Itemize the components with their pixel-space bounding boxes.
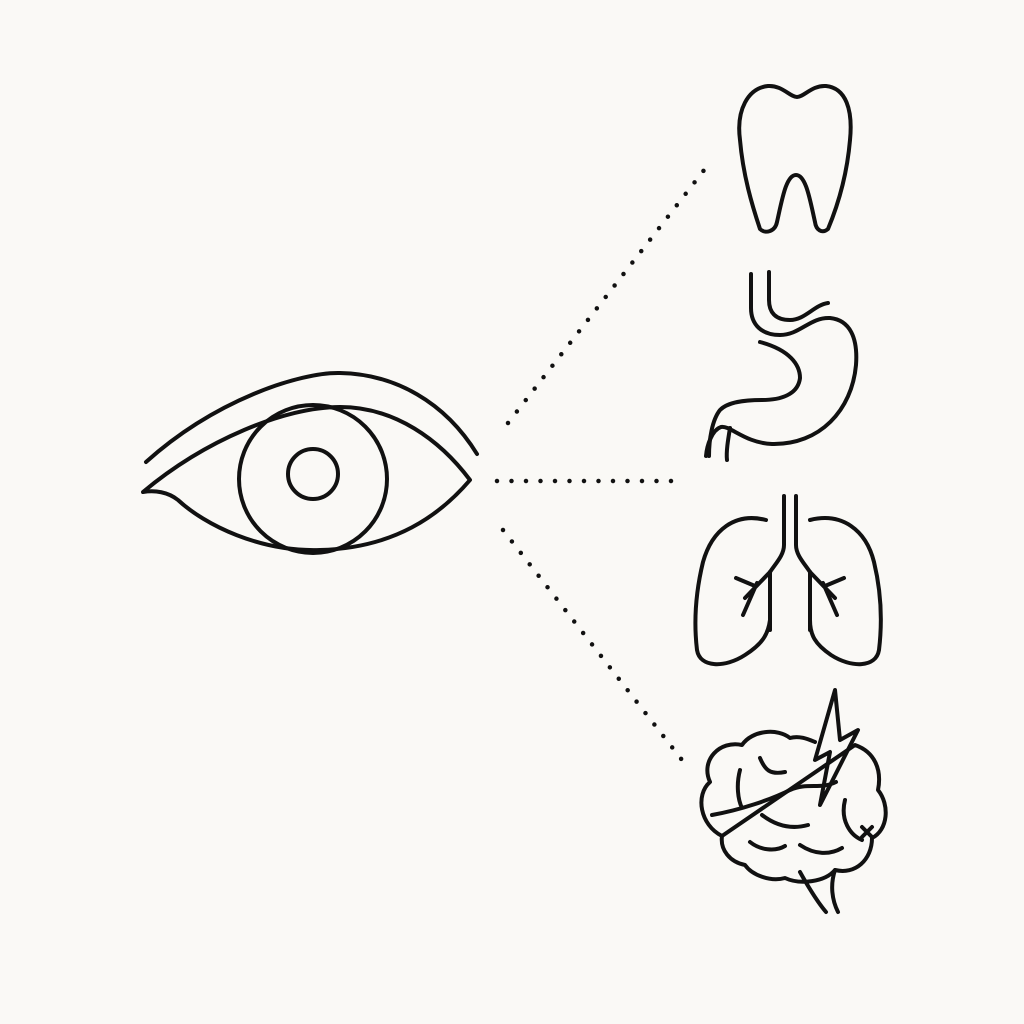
eye-iris [237,403,389,555]
stomach-duodenum [724,426,732,462]
brain-marker [860,825,874,839]
right-lung [808,516,883,667]
stomach-lesser-curve [707,340,802,458]
lightning-bolt [813,688,860,807]
connector-to-brain [500,527,685,763]
trachea [768,494,812,632]
eye-outline [141,405,472,553]
left-bronchi [734,570,772,617]
lungs-icon [693,494,883,667]
right-bronchi [808,570,846,617]
tooth-icon [737,83,853,234]
connector-to-tooth [505,162,711,426]
brain-outline [699,729,888,884]
brain-stem [798,868,840,914]
brain-icon [699,688,888,914]
eye-pupil [286,447,340,501]
stomach-outer [704,272,859,458]
stomach-icon [704,270,859,462]
eye-icon [141,370,479,555]
eye-brow-lid [144,370,479,464]
stomach-inner [767,270,830,322]
left-lung [693,516,772,667]
connector-lines [494,162,711,763]
brain-folds [710,756,864,855]
